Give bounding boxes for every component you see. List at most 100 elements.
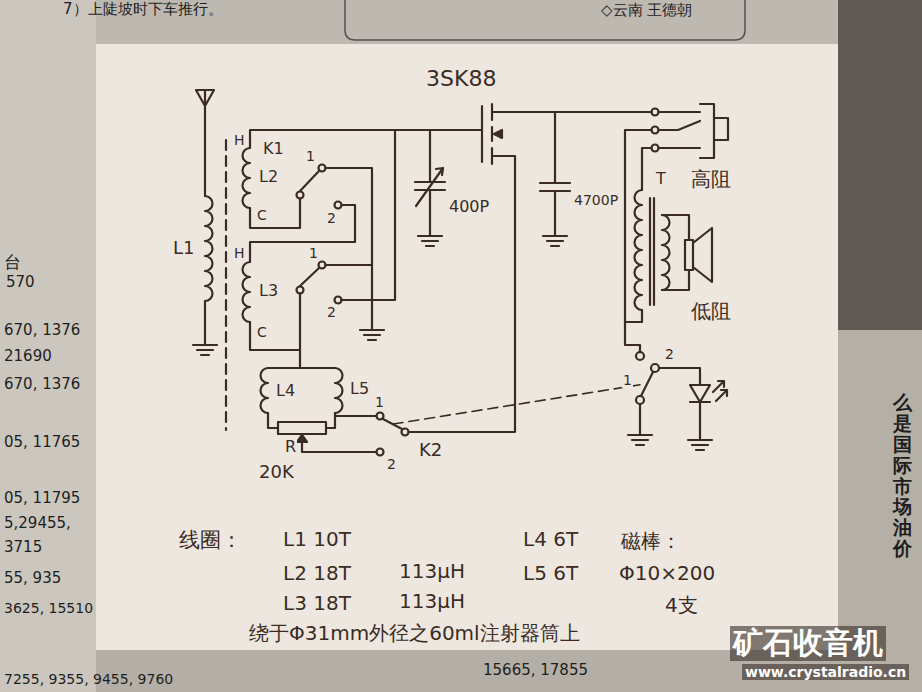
switch-contact: [377, 449, 384, 456]
contact-number: 2: [326, 304, 337, 320]
switch-blade: [300, 268, 319, 286]
capacitor-value: 400P: [448, 198, 490, 216]
core-dashed-line: [225, 140, 227, 430]
wire: [326, 264, 373, 266]
background-text: 05, 11795: [3, 490, 81, 507]
left-paper: [0, 0, 96, 692]
background-text: 5,29455,: [3, 515, 72, 532]
coil-end: H: [233, 132, 246, 148]
coil-end: C: [256, 324, 268, 340]
ground-symbol: [360, 330, 384, 340]
resistor-name: R: [284, 438, 297, 456]
contact-number: 1: [622, 372, 633, 388]
background-text: 台: [3, 253, 22, 273]
antenna-symbol: [196, 90, 214, 196]
note-heading: 线圈：: [178, 528, 243, 552]
wire: [326, 168, 373, 330]
coil-spec: L3 18T: [282, 592, 352, 615]
coil-spec: L4 6T: [522, 528, 579, 551]
ground-symbol: [543, 236, 567, 246]
part-name: T: [655, 170, 667, 188]
mosfet-arrow: [494, 130, 502, 138]
potentiometer-symbol: [278, 422, 326, 434]
ground-symbol: [688, 440, 712, 450]
contact-number: 2: [326, 210, 337, 226]
switch-contact: [636, 352, 644, 360]
switch-contact: [651, 364, 659, 372]
ground-symbol: [418, 236, 442, 246]
mosfet-gate: [481, 106, 483, 162]
right-shadow: [838, 0, 922, 330]
gate-wire: [250, 130, 482, 148]
ganged-switch-link: [393, 384, 645, 424]
winding-note: 绕于Φ31mm外径之60ml注射器筒上: [248, 622, 581, 645]
wiper-wire: [302, 441, 376, 452]
part-name: 3SK88: [425, 66, 497, 91]
rod-count: 4支: [664, 594, 699, 617]
background-text: 570: [5, 274, 36, 291]
coil-name: L1: [172, 238, 195, 259]
note-text: 7）上陡坡时下车推行。: [62, 1, 224, 18]
contact-number: 1: [308, 245, 319, 261]
switch-pole: [636, 396, 644, 404]
coil-l3: [243, 262, 250, 322]
background-text: 21690: [3, 348, 53, 365]
newspaper-heading: 么是国际市场油价: [892, 392, 913, 559]
transformer-core: [650, 198, 654, 305]
output-label: 低阻: [690, 300, 732, 323]
wire: [639, 404, 641, 435]
contact-number: 1: [305, 148, 316, 164]
wire: [342, 130, 396, 300]
coil-name: L3: [258, 282, 279, 300]
switch-name: K1: [262, 140, 285, 158]
note-card: [96, 44, 838, 650]
speaker-symbol: [685, 228, 712, 282]
output-label: 高阻: [690, 168, 732, 191]
circuit: [193, 90, 728, 456]
top-paper-box: [345, 0, 745, 40]
background-text: 670, 1376: [3, 376, 81, 393]
coil-name: L5: [349, 380, 370, 398]
note-heading: 磁棒：: [620, 530, 682, 553]
coil-l4: [261, 368, 269, 413]
switch-name: K2: [418, 440, 443, 461]
switch-pole: [297, 192, 304, 199]
capacitor-value: 4700P: [573, 192, 619, 208]
phone-jack: [659, 104, 729, 158]
switch-blade: [300, 171, 319, 191]
background-text: 15665, 17855: [482, 662, 589, 679]
coil-l5: [335, 368, 343, 413]
bottom-paper: [96, 650, 838, 692]
switch-blade: [641, 372, 653, 396]
watermark-url: www.crystalradio.cn: [742, 664, 909, 680]
coil-spec: L2 18T: [282, 562, 352, 585]
variable-capacitor: [415, 130, 445, 236]
background-text: 05, 11765: [3, 434, 81, 451]
coil-name: L4: [275, 382, 296, 400]
led-light-arrows: [713, 381, 727, 401]
wire: [250, 294, 335, 369]
transformer-primary: [635, 190, 642, 310]
ground-symbol: [628, 435, 652, 445]
rod-size: Φ10×200: [618, 562, 716, 585]
transformer-secondary: [662, 215, 670, 290]
capacitor-symbol: [540, 112, 570, 236]
coil-name: L2: [258, 168, 279, 186]
coil-end: C: [256, 207, 268, 223]
coil-end: H: [233, 245, 246, 261]
coil-l2: [243, 148, 250, 208]
drain-wire: [492, 111, 652, 113]
wire: [250, 205, 355, 262]
inductance-value: 113μH: [398, 590, 466, 613]
inductance-value: 113μH: [398, 560, 466, 583]
wire: [625, 130, 652, 353]
wire: [250, 199, 300, 229]
wire: [268, 413, 377, 428]
contact-number: 2: [664, 346, 675, 362]
wire: [204, 301, 206, 345]
contact-number: 1: [374, 394, 385, 410]
coil-l1: [205, 196, 213, 301]
